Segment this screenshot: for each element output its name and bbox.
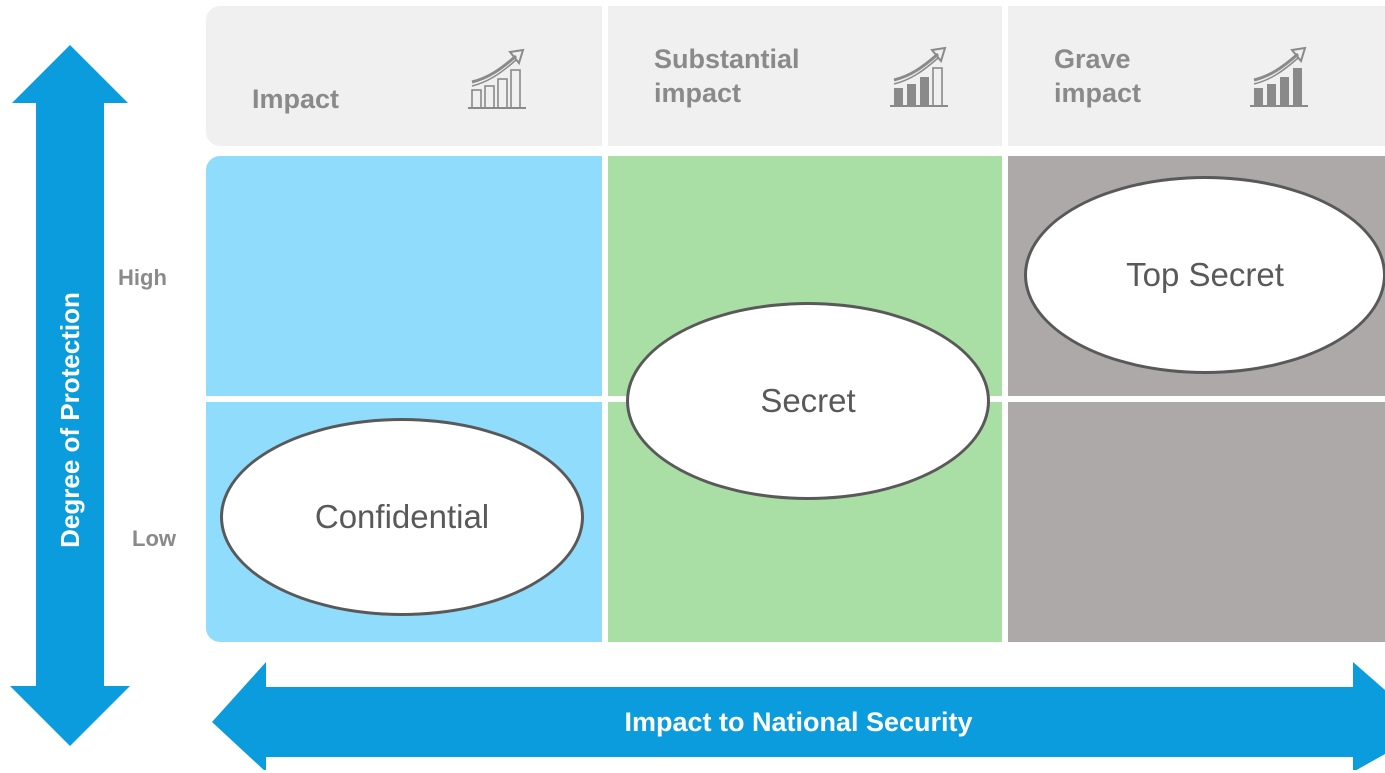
horizontal-axis-label: Impact to National Security [624,707,973,737]
bar-chart-outline-icon [468,48,526,109]
column-header-impact: Impact [206,6,602,146]
vertical-axis-arrow [10,45,130,746]
classification-top-secret: Top Secret [1024,176,1385,374]
cell-top-secret-low [1008,402,1385,642]
row-label-high: High [118,265,167,290]
classification-secret: Secret [626,302,990,500]
column-header-substantial-impact: Substantial impact [608,6,1002,146]
horizontal-axis-arrow [212,662,1385,770]
column-header-grave-impact: Grave impact [1008,6,1385,146]
bar-chart-growth-icon [890,46,948,107]
cell-confidential-high [206,156,602,396]
column-header-label: Grave impact [1054,44,1142,108]
column-header-label: Substantial impact [654,44,800,108]
column-header-label: Impact [252,84,340,114]
bar-chart-growth-icon [1250,46,1308,107]
classification-confidential: Confidential [220,418,584,616]
row-label-low: Low [132,526,176,551]
